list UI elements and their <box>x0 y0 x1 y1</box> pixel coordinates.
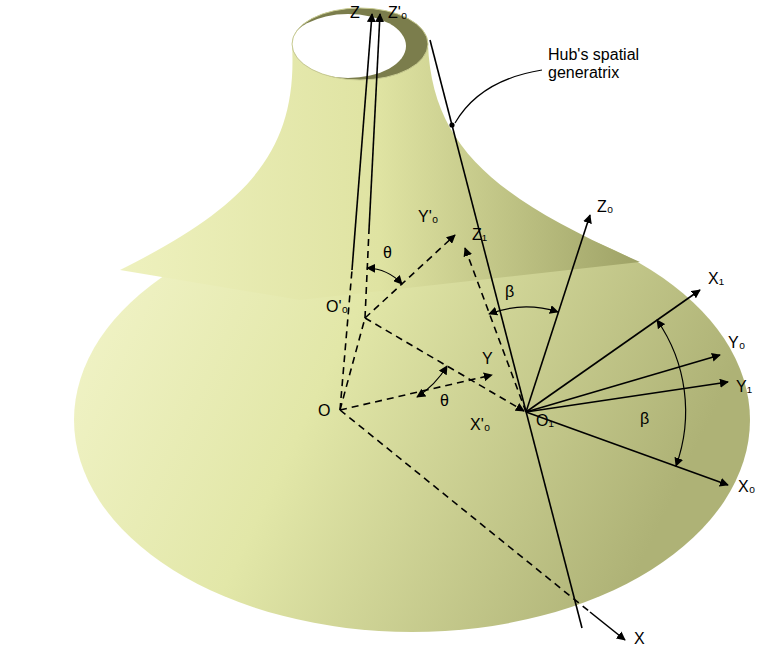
axis-label: X₁ <box>708 270 724 288</box>
axis-label: θ <box>440 392 449 410</box>
callout-label: Hub's spatial generatrix <box>548 46 668 82</box>
axis-label: β <box>640 410 649 428</box>
hub-neck <box>120 44 640 300</box>
axis-label: Y₀ <box>728 334 745 352</box>
axis-label: Z'₀ <box>388 4 407 22</box>
axis-label: X <box>634 630 645 648</box>
axis-label: Z <box>350 4 360 22</box>
axis-label: Z₁ <box>472 226 487 244</box>
axis-label: O₁ <box>536 412 554 430</box>
axis-label: O'₀ <box>326 298 348 316</box>
axis-label: O <box>318 402 330 420</box>
hub-hole <box>290 14 406 78</box>
axis-label: θ <box>383 244 392 262</box>
axis-label: Y₁ <box>736 378 752 396</box>
axis-label: Y'₀ <box>418 208 438 226</box>
axis-label: Y <box>482 350 493 368</box>
axis-label: Z₀ <box>597 198 613 216</box>
axis-label: β <box>505 283 514 301</box>
axis-label: X₀ <box>738 478 755 496</box>
axis-label: X'₀ <box>470 416 490 434</box>
